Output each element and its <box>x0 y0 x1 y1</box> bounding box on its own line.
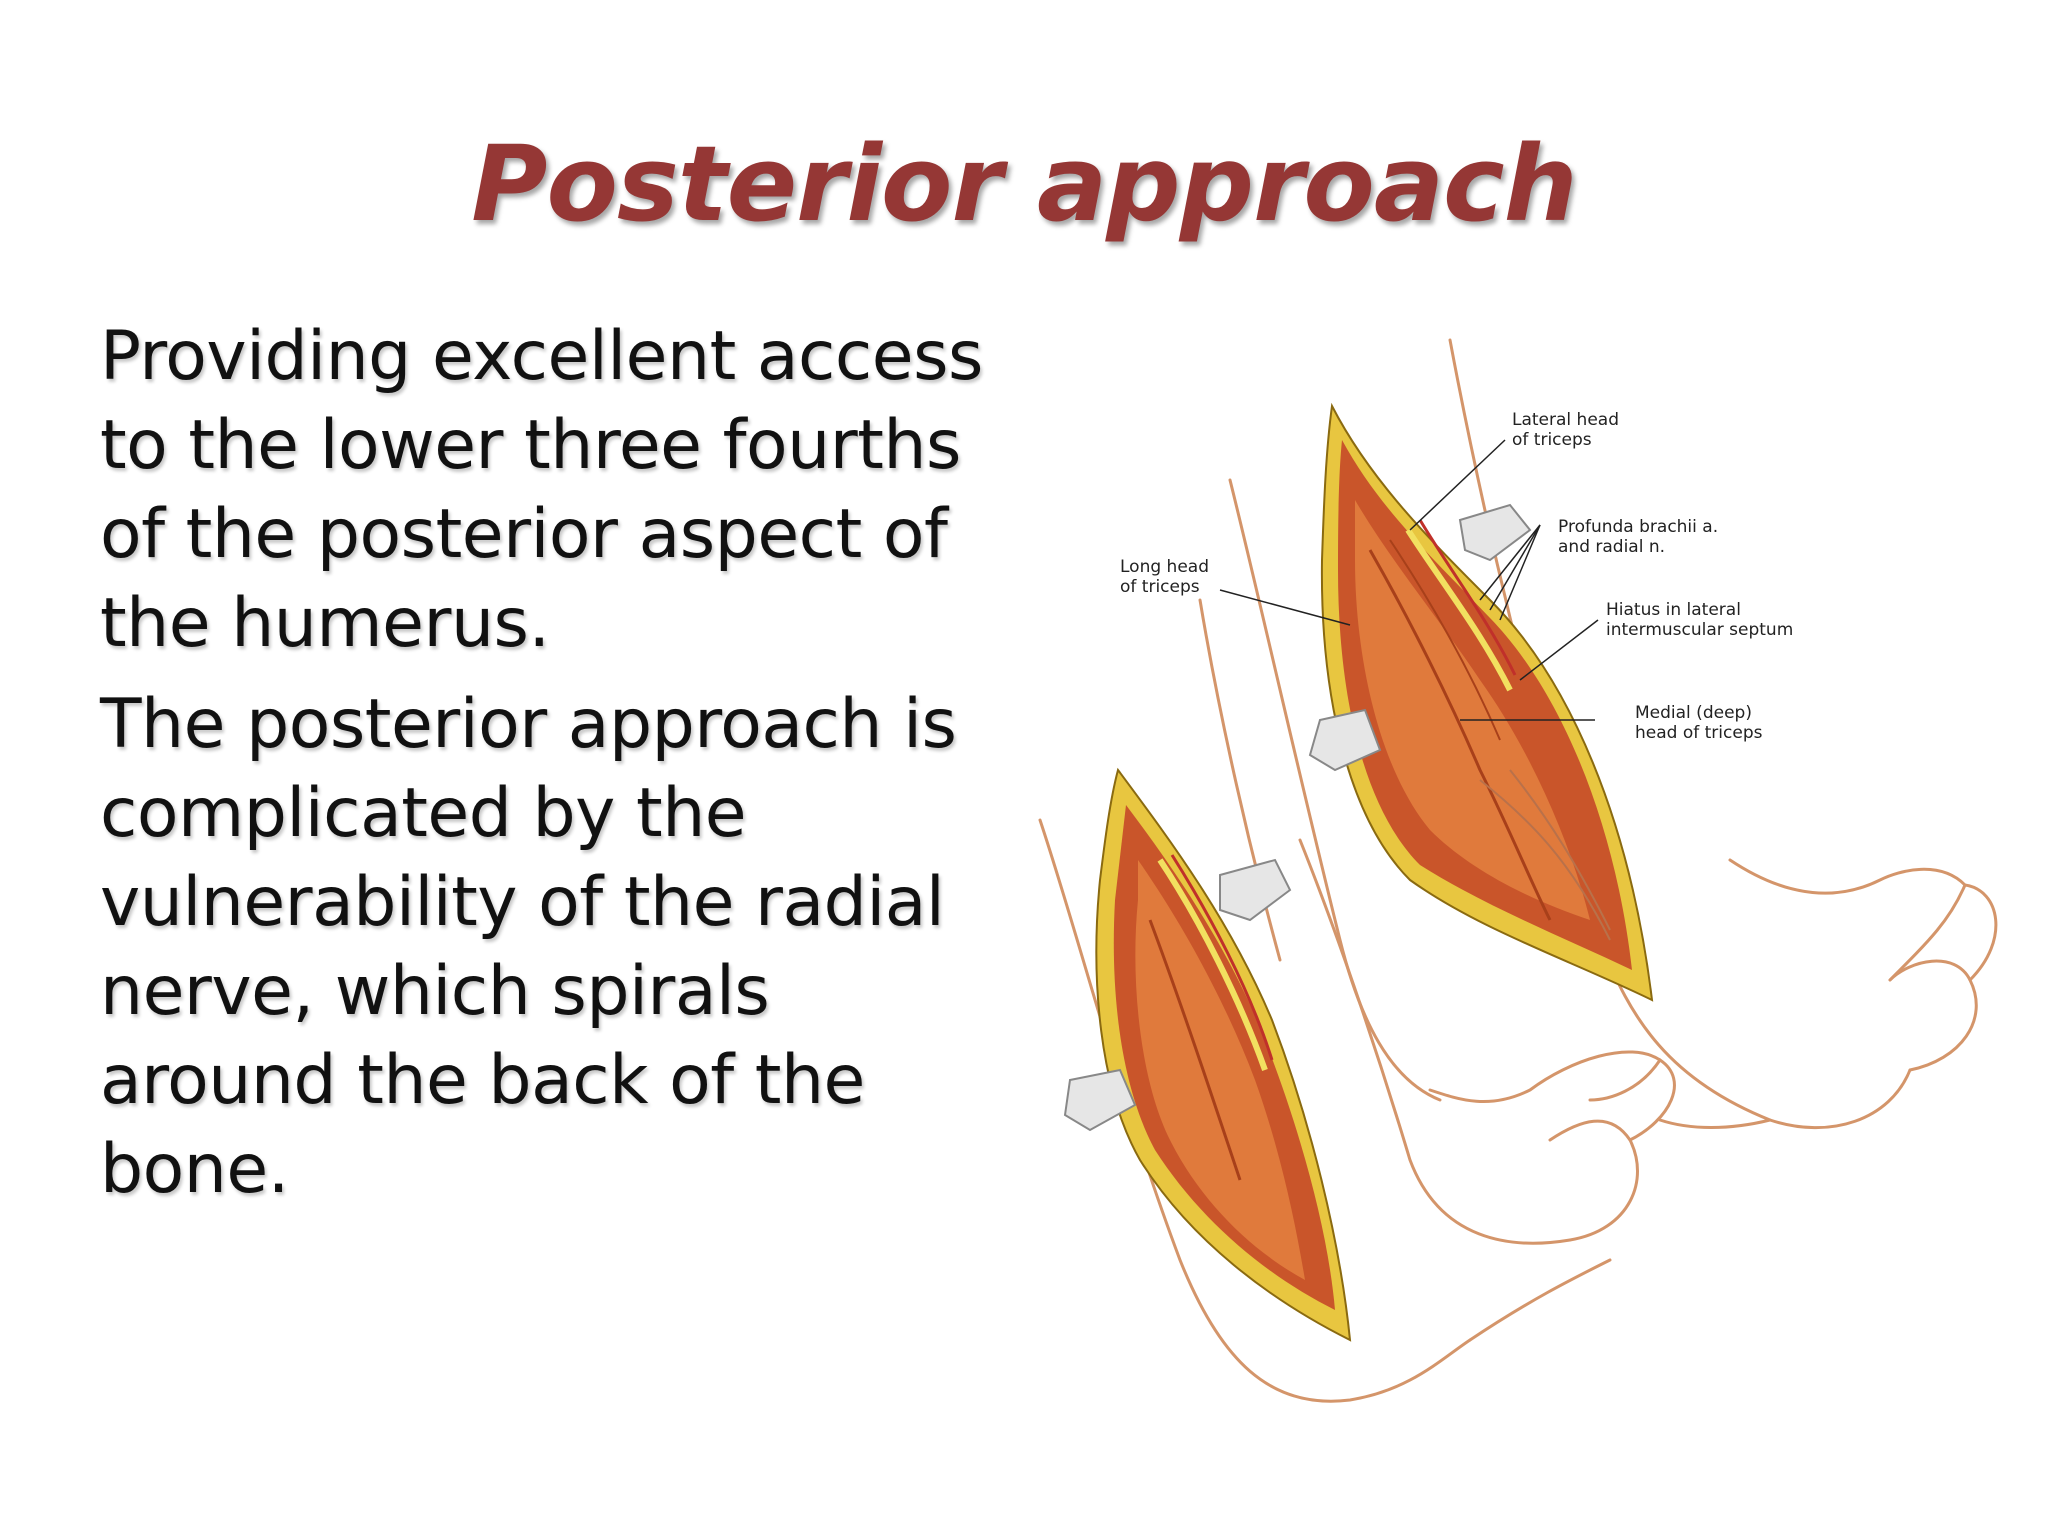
figure-labels: Lateral head of triceps Profunda brachii… <box>1120 410 1793 743</box>
label-long-head-1: Long head <box>1120 557 1209 577</box>
paragraph-line: Providing excellent access <box>100 317 984 396</box>
slide-title: Posterior approach <box>471 123 1577 245</box>
label-medial-head-1: Medial (deep) <box>1635 703 1752 723</box>
label-profunda-2: and radial n. <box>1558 537 1665 557</box>
label-lateral-head-2: of triceps <box>1512 430 1592 450</box>
label-leader-lines <box>1219 439 1599 721</box>
paragraph-line: of the posterior aspect of <box>100 495 948 574</box>
paragraph-2: The posterior approach is complicated by… <box>100 680 1000 1214</box>
paragraph-line: vulnerability of the radial <box>100 863 945 942</box>
anatomy-illustration: Lateral head of triceps Profunda brachii… <box>1010 300 2048 1440</box>
upper-incision <box>1308 402 1654 1002</box>
label-lateral-head-1: Lateral head <box>1512 410 1619 430</box>
lower-arm-outline <box>1038 818 1676 1403</box>
label-hiatus-2: intermuscular septum <box>1606 620 1793 640</box>
paragraph-line: The posterior approach is <box>100 685 957 764</box>
paragraph-line: to the lower three fourths <box>100 406 961 485</box>
body-text: Providing excellent access to the lower … <box>100 312 1000 1226</box>
paragraph-line: around the back of the <box>100 1041 865 1120</box>
label-profunda-1: Profunda brachii a. <box>1558 517 1718 537</box>
lower-incision <box>1063 767 1352 1342</box>
arm-dissection-drawing: Lateral head of triceps Profunda brachii… <box>1038 338 1998 1403</box>
label-long-head-2: of triceps <box>1120 577 1200 597</box>
paragraph-line: the humerus. <box>100 584 550 663</box>
paragraph-line: bone. <box>100 1130 289 1209</box>
label-medial-head-2: head of triceps <box>1635 723 1763 743</box>
paragraph-line: nerve, which spirals <box>100 952 770 1031</box>
label-hiatus-1: Hiatus in lateral <box>1606 600 1741 620</box>
paragraph-line: complicated by the <box>100 774 747 853</box>
paragraph-1: Providing excellent access to the lower … <box>100 312 1000 668</box>
